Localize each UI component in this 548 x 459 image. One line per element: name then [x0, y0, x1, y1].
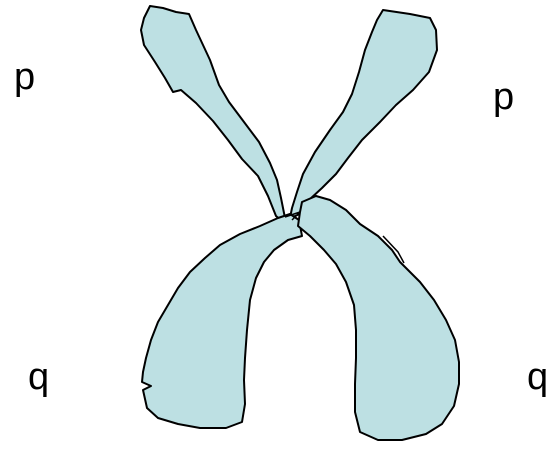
- chromatid-right-q-arm: [298, 196, 459, 440]
- p-arm-label-left: p: [14, 58, 35, 96]
- p-arm-label-right: p: [493, 78, 514, 116]
- chromatid-left-q-arm: [142, 214, 302, 428]
- q-arm-label-right: q: [527, 358, 548, 396]
- chromatid-right-p-arm: [290, 10, 437, 218]
- chromosome: [141, 6, 459, 440]
- q-arm-label-left: q: [28, 358, 49, 396]
- chromatid-left-p-arm: [141, 6, 285, 222]
